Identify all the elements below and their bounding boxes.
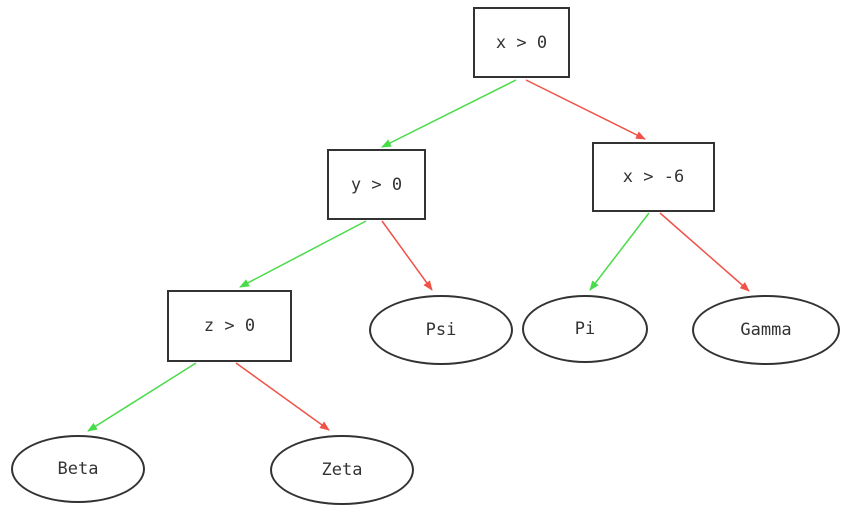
edge-x-gt-0-to-y-gt-0-true [381, 79, 517, 148]
edge-y-gt-0-to-z-gt-0-true [239, 220, 367, 288]
leaf-node-beta: Beta [11, 435, 145, 503]
decision-node-y-gt-0: y > 0 [327, 149, 426, 220]
edge-z-gt-0-to-beta-true [87, 362, 197, 432]
edge-x-gt-neg6-to-gamma-false [659, 212, 750, 292]
leaf-node-pi: Pi [522, 295, 648, 363]
edge-x-gt-neg6-to-pi-true [589, 212, 650, 291]
leaf-node-label: Pi [574, 319, 596, 339]
decision-node-x-gt-0: x > 0 [473, 7, 570, 78]
edge-x-gt-0-to-x-gt-neg6-false [525, 79, 646, 140]
decision-node-label: x > -6 [622, 167, 685, 187]
edge-z-gt-0-to-zeta-false [235, 362, 330, 431]
leaf-node-label: Psi [425, 320, 457, 340]
decision-node-label: y > 0 [350, 174, 403, 195]
leaf-node-label: Beta [57, 459, 99, 479]
edge-y-gt-0-to-psi-false [381, 220, 433, 291]
leaf-node-gamma: Gamma [692, 295, 840, 365]
leaf-node-label: Zeta [321, 460, 363, 480]
decision-node-x-gt-neg6: x > -6 [592, 142, 715, 212]
decision-node-z-gt-0: z > 0 [167, 290, 292, 362]
decision-node-label: x > 0 [495, 32, 548, 53]
decision-node-label: z > 0 [203, 316, 256, 336]
leaf-node-zeta: Zeta [270, 435, 414, 505]
leaf-node-label: Gamma [740, 320, 792, 340]
leaf-node-psi: Psi [369, 295, 513, 365]
